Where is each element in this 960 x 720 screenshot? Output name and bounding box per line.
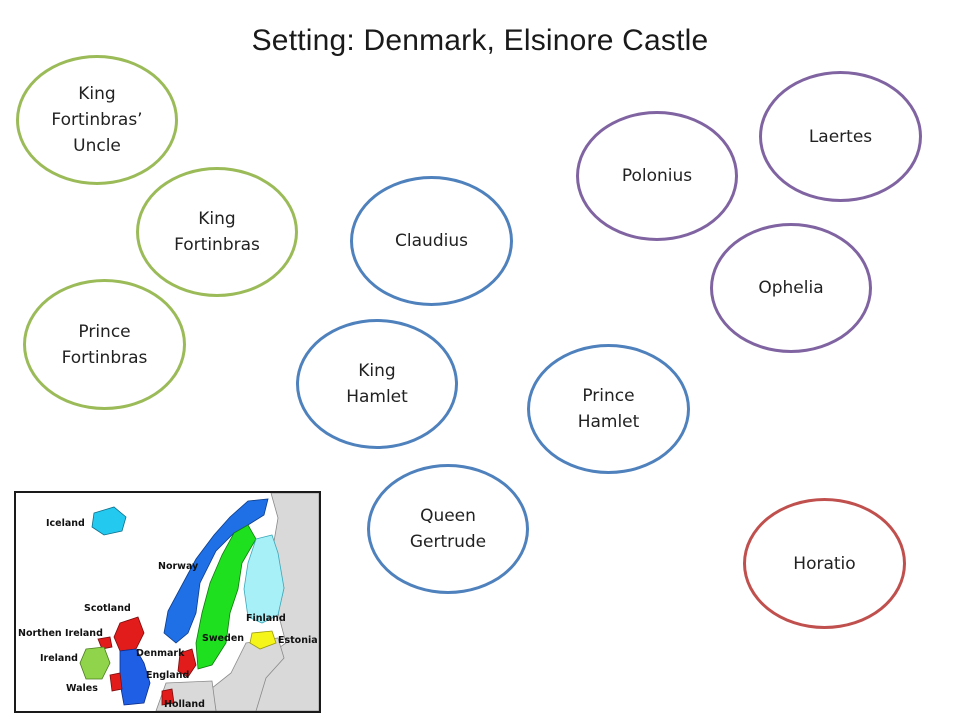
node-label: Laertes (808, 126, 873, 147)
node-ophelia[interactable]: Ophelia (710, 223, 872, 353)
node-king-fortinbras-uncle[interactable]: King Fortinbras’ Uncle (16, 55, 178, 185)
iceland-shape (91, 506, 127, 536)
estonia-shape (249, 630, 277, 650)
norway-shape (163, 498, 269, 644)
node-label: Prince Hamlet (577, 386, 640, 432)
denmark-shape (177, 648, 197, 678)
node-label: King Fortinbras (174, 209, 260, 255)
node-label: Polonius (621, 166, 693, 186)
node-label: Ophelia (758, 278, 824, 298)
node-queen-gertrude[interactable]: Queen Gertrude (367, 464, 529, 594)
finland-shape (243, 534, 285, 624)
node-label: King Hamlet (346, 361, 408, 407)
ireland-shape (79, 646, 111, 680)
map-label-ireland: Ireland (40, 653, 78, 664)
map-label-holland: Holland (164, 699, 205, 710)
map-label-estonia: Estonia (278, 635, 318, 646)
node-king-fortinbras[interactable]: King Fortinbras (136, 167, 298, 297)
map-label-scotland: Scotland (84, 603, 131, 614)
node-prince-fortinbras[interactable]: Prince Fortinbras (23, 279, 186, 410)
node-claudius[interactable]: Claudius (350, 176, 513, 306)
map-label-northern-ireland: Northen Ireland (18, 628, 103, 639)
node-label: King Fortinbras’ Uncle (51, 84, 143, 156)
map-graphic: Iceland Norway Finland Sweden Estonia Sc… (16, 493, 319, 711)
wales-shape (109, 672, 123, 692)
node-king-hamlet[interactable]: King Hamlet (296, 319, 458, 449)
map-label-wales: Wales (66, 683, 98, 694)
map-label-england: England (146, 670, 189, 681)
node-label: Prince Fortinbras (61, 321, 148, 368)
node-label: Horatio (793, 553, 856, 574)
holland-shape (161, 688, 175, 706)
baltic-states-shape (211, 637, 285, 711)
node-label: Claudius (395, 231, 468, 251)
map-label-finland: Finland (246, 613, 286, 624)
map-label-norway: Norway (158, 561, 199, 572)
node-polonius[interactable]: Polonius (576, 111, 738, 241)
node-horatio[interactable]: Horatio (743, 498, 906, 629)
map-label-sweden: Sweden (202, 633, 244, 644)
node-prince-hamlet[interactable]: Prince Hamlet (527, 344, 690, 474)
northern-europe-map: Iceland Norway Finland Sweden Estonia Sc… (14, 491, 321, 713)
sweden-shape (195, 524, 257, 670)
northern-ireland-shape (97, 636, 113, 650)
map-label-iceland: Iceland (46, 518, 85, 529)
map-label-denmark: Denmark (136, 648, 185, 659)
node-label: Queen Gertrude (409, 506, 487, 552)
node-laertes[interactable]: Laertes (759, 71, 922, 202)
slide-title: Setting: Denmark, Elsinore Castle (251, 24, 709, 57)
